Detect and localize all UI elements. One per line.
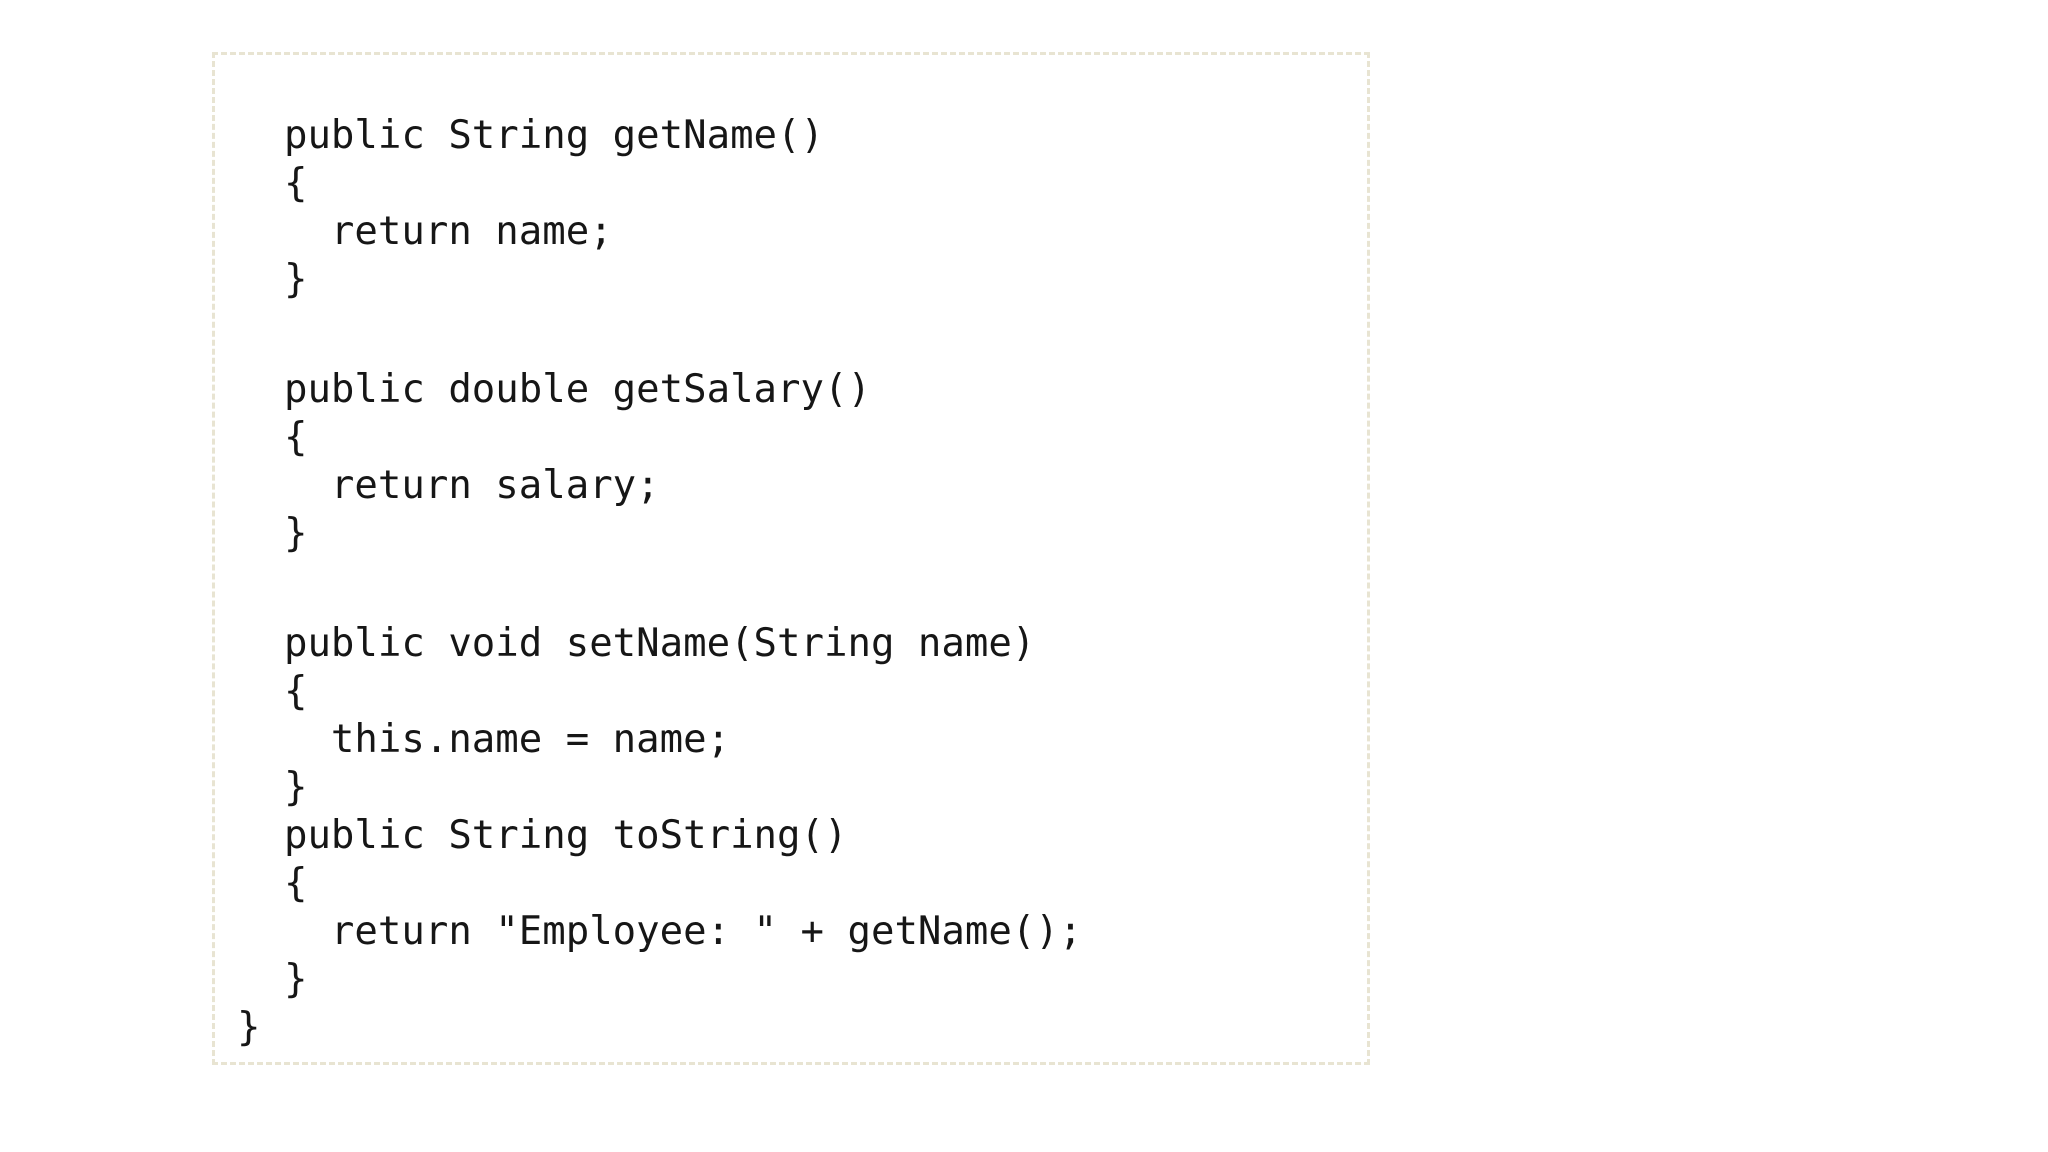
code-block-getname: public String getName() { return name; }: [237, 112, 1367, 304]
code-block-getsalary: public double getSalary() { return salar…: [237, 366, 1367, 558]
code-line: }: [237, 765, 308, 810]
code-line: return "Employee: " + getName();: [237, 909, 1083, 954]
code-line: }: [237, 957, 308, 1002]
code-area: public String getName() { return name; }…: [215, 55, 1367, 1052]
code-block-setname-tostring: public void setName(String name) { this.…: [237, 620, 1367, 1052]
code-line: {: [237, 861, 308, 906]
code-line: }: [237, 257, 308, 302]
code-line: {: [237, 415, 308, 460]
code-line: return salary;: [237, 463, 660, 508]
code-line: {: [237, 161, 308, 206]
code-snippet-panel: public String getName() { return name; }…: [212, 52, 1370, 1065]
code-line: }: [237, 511, 308, 556]
code-line: this.name = name;: [237, 717, 731, 762]
code-line: return name;: [237, 209, 613, 254]
code-line: public void setName(String name): [237, 621, 1036, 666]
code-line: public String getName(): [237, 113, 824, 158]
code-line: }: [237, 1005, 261, 1050]
code-line: public String toString(): [237, 813, 848, 858]
code-line: {: [237, 669, 308, 714]
code-line: public double getSalary(): [237, 367, 871, 412]
